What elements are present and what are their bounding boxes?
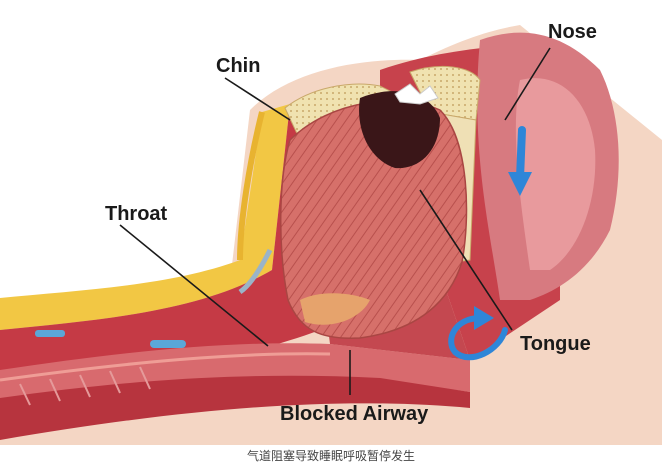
label-throat: Throat [105, 203, 168, 225]
neck-outer-layer [0, 104, 290, 330]
airway-illustration: Nose Chin Throat Tongue Blocked Airway [0, 21, 662, 445]
blue-structure [150, 340, 186, 348]
airway-highlight [0, 352, 331, 382]
blue-structure-2 [35, 330, 65, 337]
label-chin: Chin [216, 55, 260, 77]
curved-arrow-icon [448, 306, 508, 361]
oral-cavity [359, 91, 440, 169]
neck-muscle [0, 100, 320, 395]
figure-caption: 气道阻塞导致睡眠呼吸暂停发生 [246, 449, 415, 463]
esophagus [0, 375, 470, 440]
label-nose: Nose [548, 21, 597, 43]
label-blocked-airway: Blocked Airway [280, 403, 429, 425]
nasal-inner [515, 78, 596, 270]
down-arrow-icon [508, 126, 532, 196]
label-tongue: Tongue [520, 333, 591, 355]
airway-rings [19, 366, 151, 406]
leader-lines [119, 47, 551, 395]
tongue-base [300, 293, 370, 325]
teeth [394, 83, 439, 105]
